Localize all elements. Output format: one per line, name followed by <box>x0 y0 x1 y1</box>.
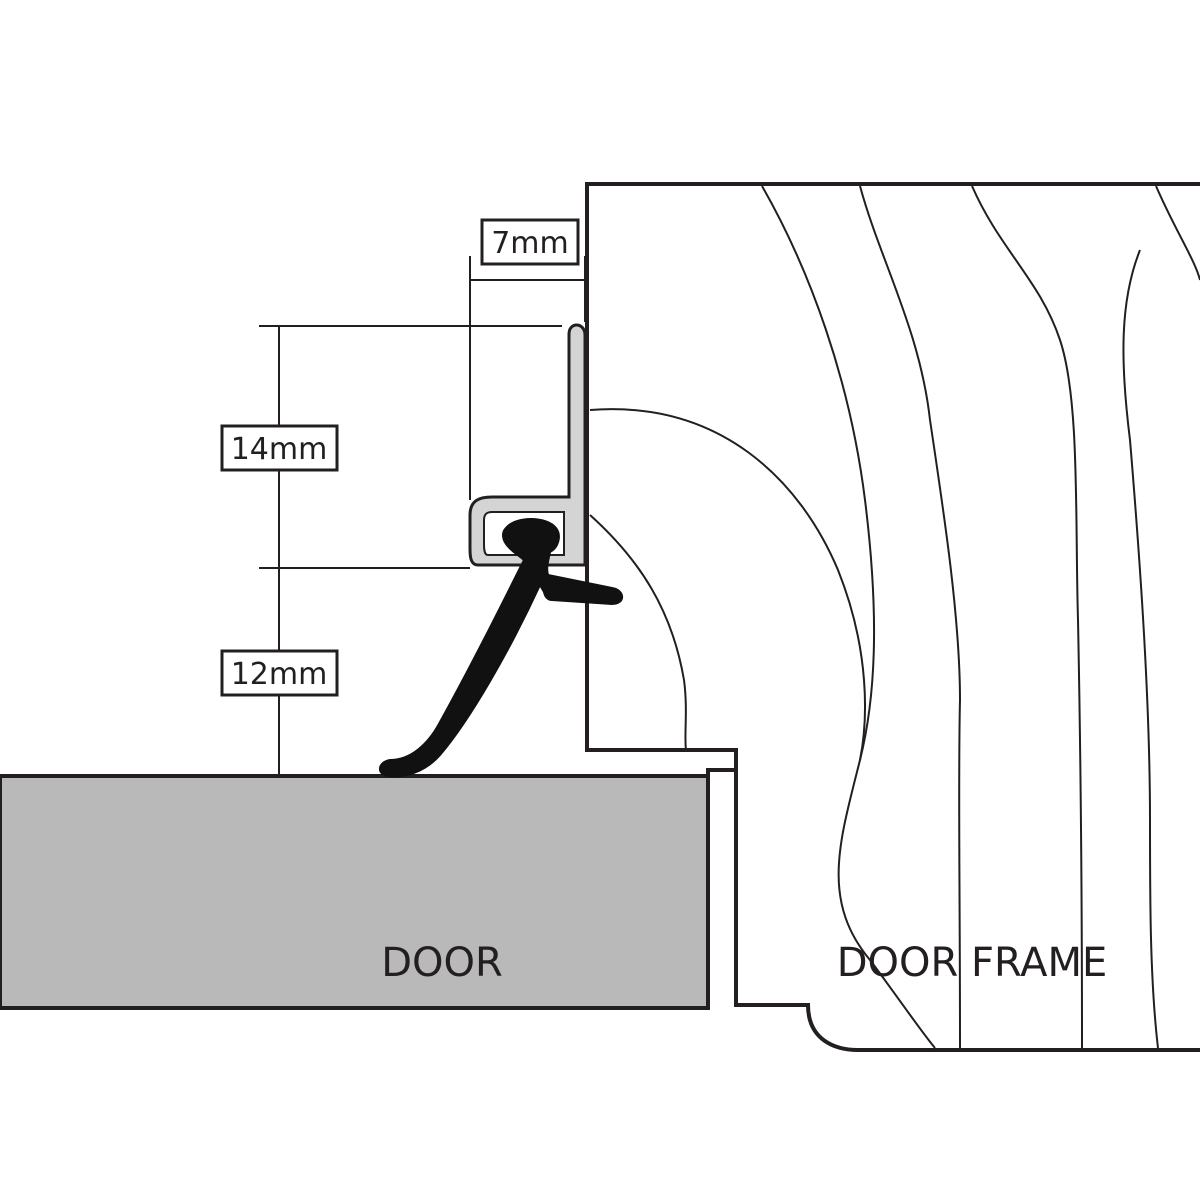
grain-line <box>761 185 936 1049</box>
grain-line <box>971 185 1083 1049</box>
lower-height-label-box <box>220 649 339 697</box>
upper-height-label-group: 14mm <box>220 424 339 472</box>
wood-grain <box>589 185 1200 1049</box>
grain-ring <box>589 408 866 761</box>
upper-height-label: 14mm <box>231 432 328 467</box>
grain-line <box>1155 185 1200 281</box>
door-frame-gap-line <box>706 768 738 1005</box>
door-label: DOOR <box>381 940 503 986</box>
grain-line <box>1122 249 1159 1049</box>
dimension-lines <box>259 256 586 777</box>
rubber-seal <box>379 518 624 778</box>
grain-line <box>859 185 962 1049</box>
width-label-box <box>480 218 580 266</box>
width-label-group: 7mm <box>480 218 580 266</box>
lower-height-label-group: 12mm <box>220 649 339 697</box>
upper-height-label-box <box>220 424 339 472</box>
carrier-profile <box>468 323 587 567</box>
width-label: 7mm <box>491 226 569 261</box>
lower-height-label: 12mm <box>231 657 328 692</box>
grain-ring <box>589 514 687 751</box>
door-block <box>0 774 710 1010</box>
door-frame-label: DOOR FRAME <box>837 940 1108 986</box>
door-frame-outline <box>585 182 1200 1052</box>
